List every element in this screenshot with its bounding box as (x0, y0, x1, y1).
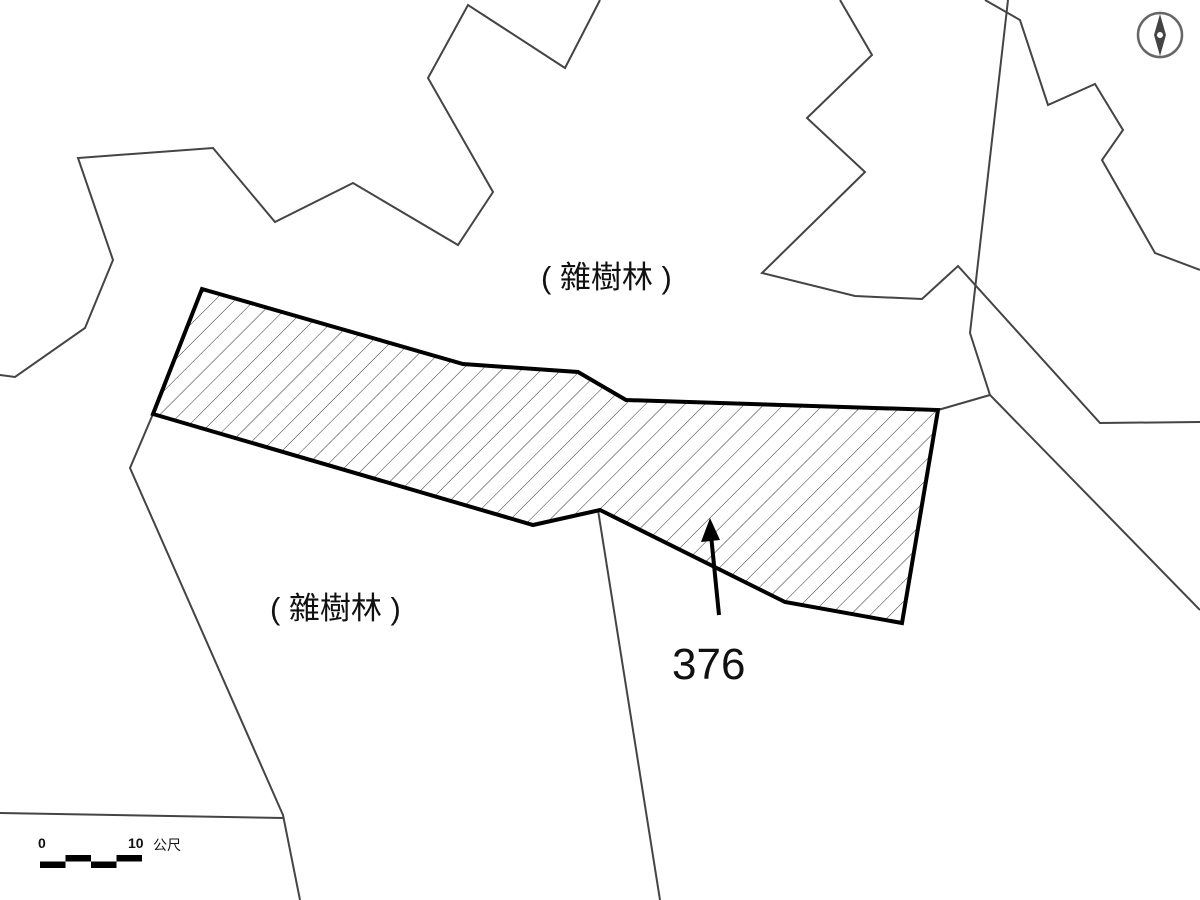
boundary-south-middle (597, 509, 661, 900)
boundary-east-3 (937, 394, 991, 411)
boundary-east-1 (968, 0, 1200, 611)
north-arrow-icon (1136, 11, 1184, 59)
scale-start: 0 (38, 835, 46, 851)
vegetation-label-south: ( 雜樹林 ) (270, 591, 401, 626)
vegetation-label-north: ( 雜樹林 ) (541, 260, 672, 295)
boundary-south-west-2 (0, 812, 284, 819)
scale-end: 10 (128, 835, 144, 851)
boundary-north-east (760, 0, 1200, 425)
parcel-376[interactable] (150, 286, 941, 626)
pointer-arrow (701, 518, 721, 616)
scale-bar (40, 855, 142, 868)
boundary-east-2 (984, 0, 1200, 271)
scale-unit: 公尺 (153, 837, 181, 853)
boundary-north-west (0, 0, 601, 379)
boundary-south-west (128, 413, 301, 900)
parcel-number-label: 376 (672, 640, 746, 689)
